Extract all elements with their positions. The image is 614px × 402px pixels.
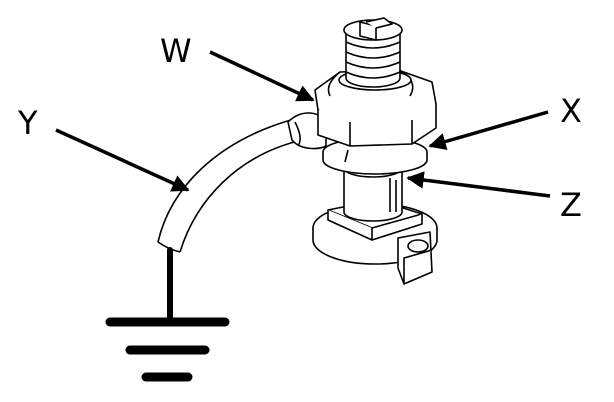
terminal-assembly [287,17,438,285]
ring-lug [287,112,327,150]
threaded-screw [343,17,403,88]
label-z: Z [560,186,582,224]
label-w: W [160,32,192,70]
arrow-y [55,128,190,192]
ground-symbol [105,247,230,382]
arrow-w [209,50,315,102]
callout-arrows [55,50,551,198]
arrow-x [428,110,549,151]
label-x: X [560,92,582,130]
arrow-z [406,171,551,198]
label-y: Y [17,104,38,142]
